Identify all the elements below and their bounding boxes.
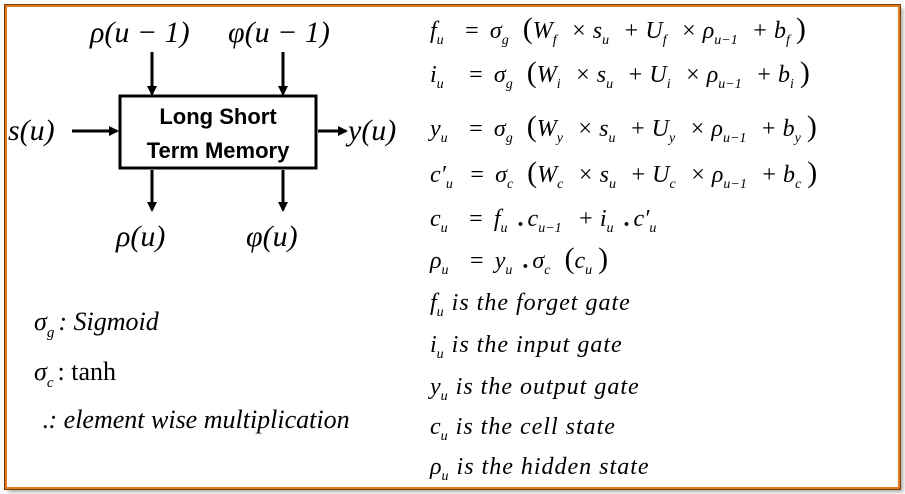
figure-frame (5, 5, 900, 489)
input-phi-prev: φ(u − 1) (228, 16, 330, 49)
output-phi: φ(u) (246, 220, 298, 253)
legend-tanh: σc: tanh (34, 357, 116, 391)
output-y: y(u) (345, 114, 396, 147)
equation-output: yu =σg (Wy × su + Uy × ρu−1 + by ) (428, 110, 817, 148)
legend: σg: Sigmoid σc: tanh .: element wise mul… (34, 307, 350, 434)
equation-candidate: c′u =σc (Wc × su + Uc × ρu−1 + bc ) (430, 156, 817, 194)
input-rho-prev: ρ(u − 1) (89, 16, 190, 49)
legend-dot: .: element wise multiplication (42, 405, 350, 434)
input-s: s(u) (8, 114, 55, 147)
lstm-box (118, 94, 318, 170)
lstm-box-label-2: Term Memory (147, 138, 290, 163)
equation-cell: cu =fu .cu−1 + iu .c′u (430, 206, 656, 238)
equation-forget: fu =σg (Wf × su + Uf × ρu−1 + bf ) (430, 12, 806, 50)
output-rho: ρ(u) (115, 220, 165, 253)
legend-sigmoid: σg: Sigmoid (34, 307, 160, 341)
equations: fu =σg (Wf × su + Uf × ρu−1 + bf ) iu =σ… (428, 12, 817, 280)
equation-input: iu =σg (Wi × su + Ui × ρu−1 + bi ) (430, 56, 810, 94)
equation-hidden: ρu =yu .σc (cu ) (429, 242, 608, 280)
lstm-box-label-1: Long Short (159, 104, 277, 129)
